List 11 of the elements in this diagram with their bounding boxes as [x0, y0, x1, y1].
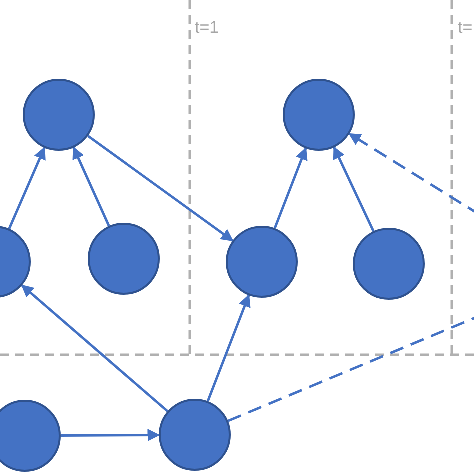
circle-node [0, 400, 61, 472]
time-step-label: t=1 [195, 18, 220, 38]
arrow [8, 146, 46, 230]
arrow [61, 429, 160, 442]
time-step-label: t= [458, 18, 473, 38]
arrow [87, 135, 234, 242]
arrow [72, 146, 110, 227]
arrow [333, 146, 375, 232]
arrow [206, 294, 251, 402]
arrow [274, 147, 308, 229]
arrow [21, 284, 169, 412]
